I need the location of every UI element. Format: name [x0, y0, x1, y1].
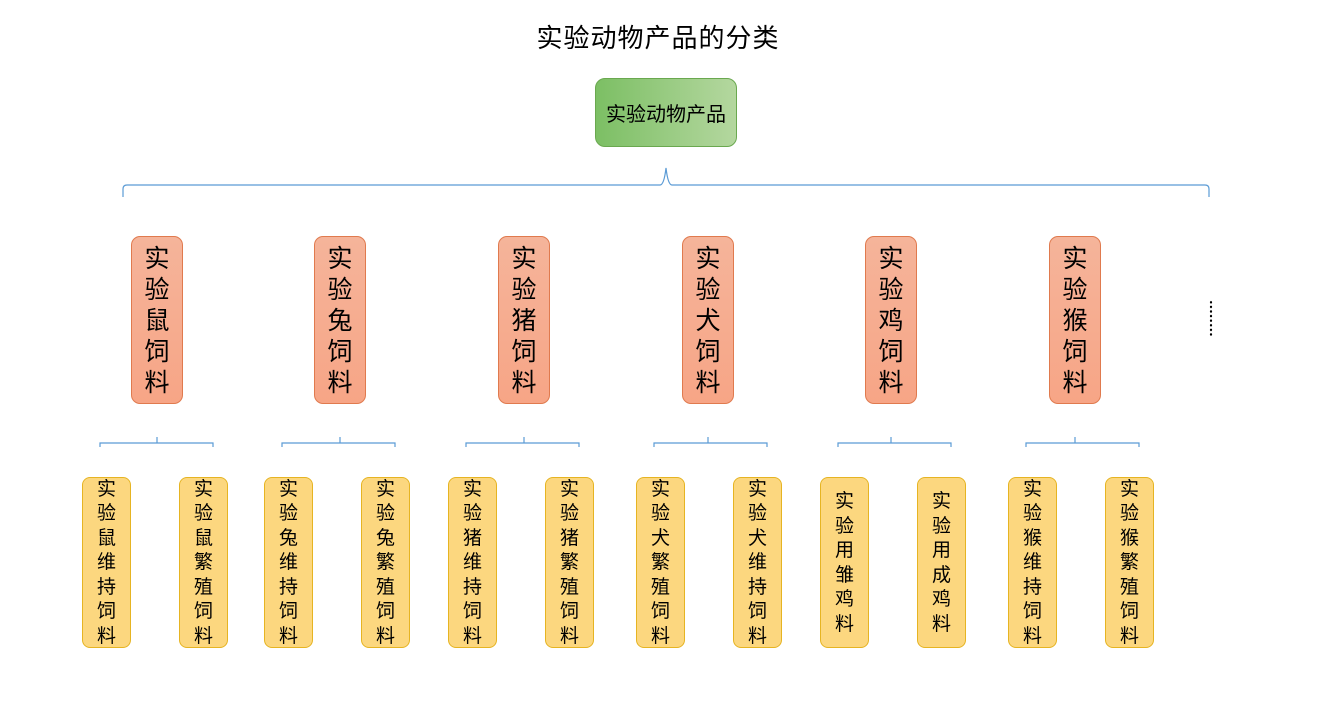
category-node: 实验鸡饲料	[865, 236, 917, 404]
leaf-node: 实验鼠繁殖饲料	[179, 477, 228, 648]
category-bracket	[281, 437, 396, 447]
leaf-node: 实验猪维持饲料	[448, 477, 497, 648]
category-node: 实验鼠饲料	[131, 236, 183, 404]
category-bracket	[1025, 437, 1140, 447]
category-bracket	[653, 437, 768, 447]
leaf-node: 实验猴繁殖饲料	[1105, 477, 1154, 648]
leaf-node: 实验兔维持饲料	[264, 477, 313, 648]
leaf-node: 实验用雏鸡料	[820, 477, 869, 648]
category-node: 实验兔饲料	[314, 236, 366, 404]
root-node: 实验动物产品	[595, 78, 737, 147]
leaf-node: 实验犬繁殖饲料	[636, 477, 685, 648]
top-brace	[122, 167, 1210, 197]
category-node: 实验犬饲料	[682, 236, 734, 404]
more-categories-ellipsis	[1209, 300, 1213, 336]
category-bracket	[465, 437, 580, 447]
leaf-node: 实验鼠维持饲料	[82, 477, 131, 648]
leaf-node: 实验猪繁殖饲料	[545, 477, 594, 648]
category-node: 实验猴饲料	[1049, 236, 1101, 404]
category-bracket	[837, 437, 952, 447]
category-node: 实验猪饲料	[498, 236, 550, 404]
leaf-node: 实验兔繁殖饲料	[361, 477, 410, 648]
leaf-node: 实验犬维持饲料	[733, 477, 782, 648]
category-bracket	[99, 437, 214, 447]
leaf-node: 实验用成鸡料	[917, 477, 966, 648]
leaf-node: 实验猴维持饲料	[1008, 477, 1057, 648]
diagram-title: 实验动物产品的分类	[536, 24, 780, 54]
